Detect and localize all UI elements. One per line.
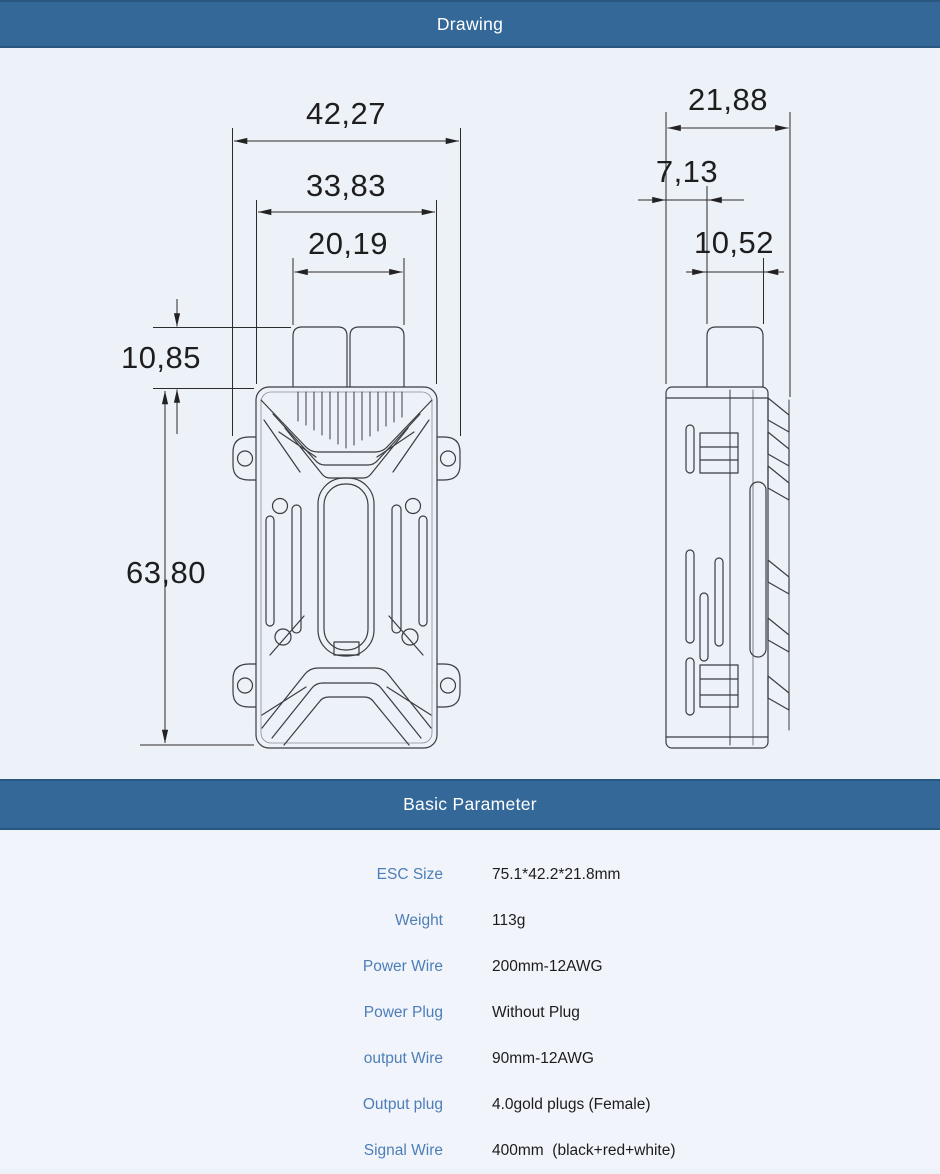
dim-label-front-body-height: 63,80	[126, 555, 206, 590]
param-row-output-wire: output Wire 90mm-12AWG	[0, 1036, 940, 1082]
param-label: Signal Wire	[363, 1142, 443, 1159]
param-label: Weight	[395, 912, 443, 929]
param-value: 90mm-12AWG	[492, 1050, 594, 1067]
side-view-part	[665, 326, 790, 749]
dim-label-side-total-depth: 21,88	[688, 82, 768, 117]
param-row-output-plug: Output plug 4.0gold plugs (Female)	[0, 1082, 940, 1128]
param-row-weight: Weight 113g	[0, 898, 940, 944]
parameters-section-header: Basic Parameter	[0, 779, 940, 830]
param-label: output Wire	[363, 1050, 443, 1067]
dim-label-front-connector-height: 10,85	[121, 340, 201, 375]
technical-drawing-section: 42,27 33,83 20,19 10,85 63,80 21,88 7,13…	[0, 48, 940, 779]
drawing-section-title: Drawing	[436, 13, 504, 34]
dimension-labels: 42,27 33,83 20,19 10,85 63,80 21,88 7,13…	[121, 82, 774, 590]
param-value: 200mm-12AWG	[492, 958, 603, 975]
dim-label-front-total-width: 42,27	[306, 96, 386, 131]
param-label: Power Plug	[363, 1004, 443, 1021]
param-row-signal-wire: Signal Wire 400mm (black+red+white)	[0, 1128, 940, 1174]
param-label: Power Wire	[362, 958, 443, 975]
drawing-section-header: Drawing	[0, 0, 940, 48]
drawing-canvas: 42,27 33,83 20,19 10,85 63,80 21,88 7,13…	[121, 82, 791, 749]
dim-label-front-connector-width: 20,19	[308, 226, 388, 261]
param-row-esc-size: ESC Size 75.1*42.2*21.8mm	[0, 852, 940, 898]
dim-label-side-connector-depth: 10,52	[694, 225, 774, 260]
param-label: ESC Size	[376, 866, 443, 883]
param-value: 4.0gold plugs (Female)	[492, 1096, 651, 1113]
parameters-section-title: Basic Parameter	[403, 794, 537, 814]
param-row-power-wire: Power Wire 200mm-12AWG	[0, 944, 940, 990]
param-label: Output plug	[362, 1096, 443, 1113]
front-view-part	[232, 326, 461, 749]
dim-label-side-edge-offset: 7,13	[656, 154, 718, 189]
param-value: 75.1*42.2*21.8mm	[492, 866, 621, 883]
parameters-table: ESC Size 75.1*42.2*21.8mm Weight 113g Po…	[0, 830, 940, 1169]
param-value: Without Plug	[492, 1004, 580, 1021]
param-value: 400mm (black+red+white)	[492, 1142, 676, 1159]
dimension-lines	[140, 112, 791, 746]
dim-label-front-body-width: 33,83	[306, 168, 386, 203]
param-row-power-plug: Power Plug Without Plug	[0, 990, 940, 1036]
param-value: 113g	[492, 912, 526, 929]
